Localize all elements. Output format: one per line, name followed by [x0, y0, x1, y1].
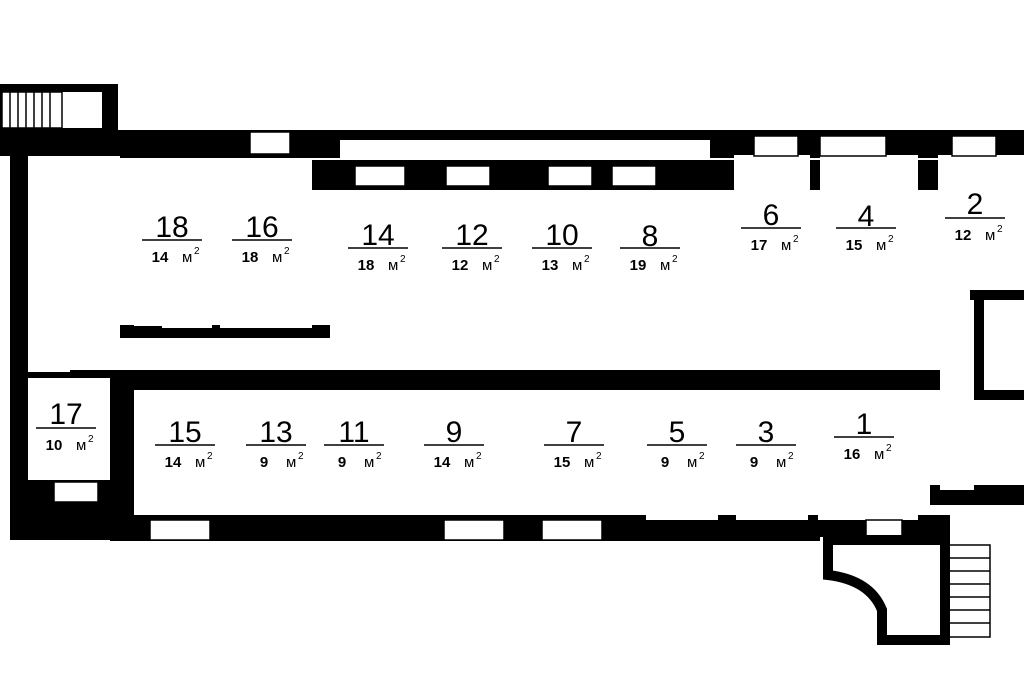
room-number: 6: [763, 199, 780, 232]
room-area: 14: [434, 454, 451, 471]
room-number: 9: [446, 416, 463, 449]
area-unit: м: [364, 454, 374, 471]
room-area: 15: [554, 454, 571, 471]
room-number: 17: [49, 398, 82, 431]
area-unit: м: [482, 257, 492, 274]
area-unit: м: [874, 446, 884, 463]
area-unit: м: [687, 454, 697, 471]
room-number: 5: [669, 416, 686, 449]
area-unit: м: [781, 237, 791, 254]
room-number: 14: [361, 219, 394, 252]
rooms-top: [134, 155, 1024, 342]
area-unit-power: 2: [400, 254, 406, 265]
area-unit: м: [388, 257, 398, 274]
room-area: 9: [661, 454, 669, 471]
room-area: 10: [46, 437, 63, 454]
area-unit-power: 2: [476, 451, 482, 462]
area-unit: м: [776, 454, 786, 471]
room-number: 18: [155, 211, 188, 244]
area-unit: м: [985, 227, 995, 244]
room-number: 1: [856, 408, 873, 441]
area-unit-power: 2: [88, 434, 94, 445]
area-unit-power: 2: [494, 254, 500, 265]
room-area: 16: [844, 446, 861, 463]
area-unit-power: 2: [284, 246, 290, 257]
area-unit: м: [876, 237, 886, 254]
room-number: 7: [566, 416, 583, 449]
area-unit-power: 2: [207, 451, 213, 462]
room-area: 15: [846, 237, 863, 254]
room-number: 16: [245, 211, 278, 244]
room-number: 13: [259, 416, 292, 449]
area-unit: м: [76, 437, 86, 454]
room-area: 9: [750, 454, 758, 471]
area-unit: м: [286, 454, 296, 471]
area-unit: м: [584, 454, 594, 471]
room-number: 3: [758, 416, 775, 449]
area-unit-power: 2: [886, 443, 892, 454]
area-unit-power: 2: [699, 451, 705, 462]
area-unit: м: [464, 454, 474, 471]
corridors: [28, 156, 1024, 490]
room-area: 9: [338, 454, 346, 471]
room-area: 17: [751, 237, 768, 254]
area-unit-power: 2: [298, 451, 304, 462]
area-unit: м: [572, 257, 582, 274]
room-area: 18: [358, 257, 375, 274]
area-unit: м: [195, 454, 205, 471]
area-unit-power: 2: [788, 451, 794, 462]
rooms-bottom: [28, 378, 918, 520]
room-number: 11: [338, 416, 369, 449]
area-unit-power: 2: [376, 451, 382, 462]
room-area: 12: [452, 257, 469, 274]
area-unit: м: [272, 249, 282, 266]
room-number: 2: [967, 188, 984, 221]
room-area: 18: [242, 249, 259, 266]
area-unit-power: 2: [888, 234, 894, 245]
room-number: 10: [545, 219, 578, 252]
area-unit-power: 2: [793, 234, 799, 245]
area-unit-power: 2: [596, 451, 602, 462]
room-number: 15: [168, 416, 201, 449]
room-area: 14: [152, 249, 169, 266]
area-unit-power: 2: [584, 254, 590, 265]
stairs: [1, 91, 991, 645]
area-unit-power: 2: [672, 254, 678, 265]
room-area: 13: [542, 257, 559, 274]
room-number: 8: [642, 220, 659, 253]
room-number: 4: [858, 200, 875, 233]
area-unit-power: 2: [997, 224, 1003, 235]
room-area: 19: [630, 257, 647, 274]
room-number: 12: [455, 219, 488, 252]
area-unit: м: [660, 257, 670, 274]
area-unit-power: 2: [194, 246, 200, 257]
room-area: 14: [165, 454, 182, 471]
room-area: 12: [955, 227, 972, 244]
area-unit: м: [182, 249, 192, 266]
room-area: 9: [260, 454, 268, 471]
